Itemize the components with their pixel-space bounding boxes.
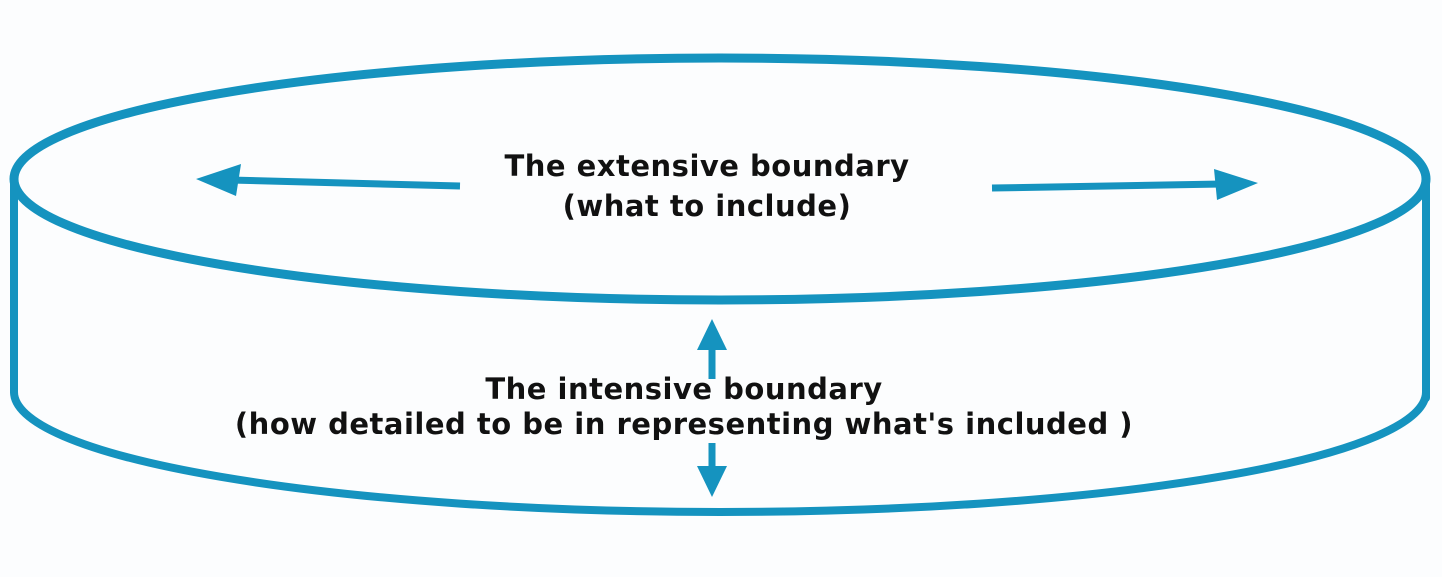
intensive-boundary-subtitle: (how detailed to be in representing what… (234, 407, 1134, 441)
extensive-left-arrow-icon (196, 164, 461, 196)
extensive-right-arrow-icon (991, 169, 1258, 200)
intensive-down-arrow-icon (697, 443, 727, 497)
intensive-up-arrow-icon (697, 319, 727, 379)
intensive-boundary-label: The intensive boundary (how detailed to … (0, 372, 1368, 442)
extensive-boundary-label: The extensive boundary (what to include) (0, 146, 1414, 226)
cylinder-bottom-arc (10, 388, 1430, 516)
extensive-boundary-title: The extensive boundary (504, 149, 910, 183)
intensive-boundary-title: The intensive boundary (485, 372, 883, 406)
extensive-boundary-subtitle: (what to include) (562, 189, 852, 223)
